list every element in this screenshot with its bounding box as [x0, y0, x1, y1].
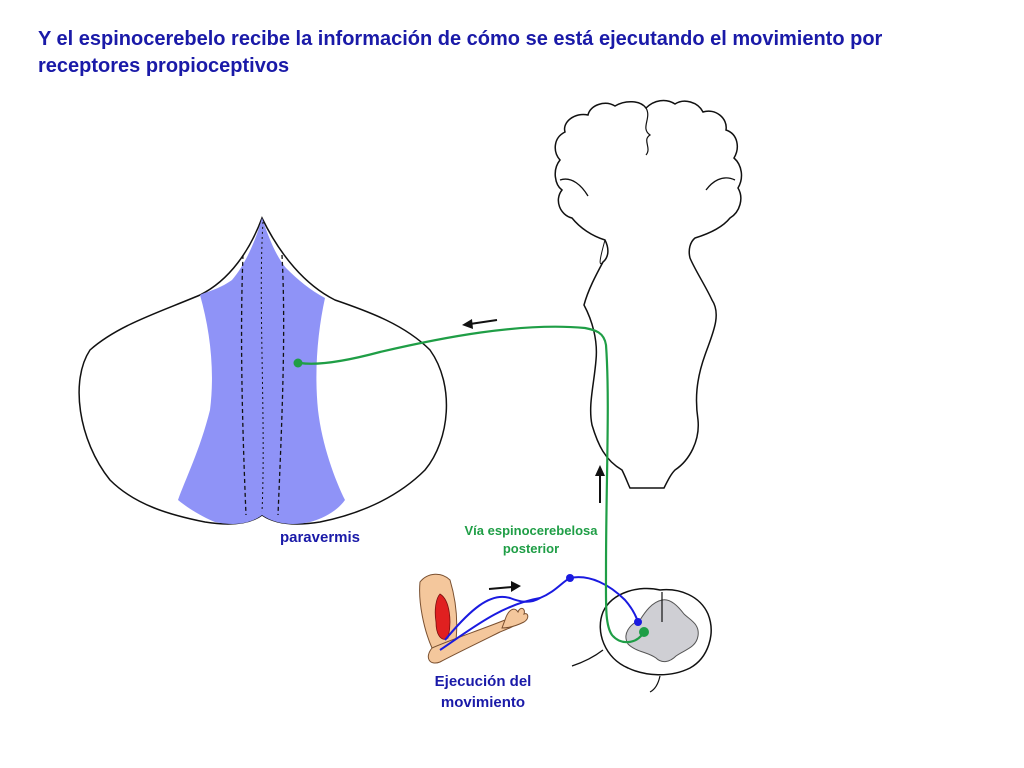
spinocerebellar-pathway [293, 325, 649, 644]
biceps-muscle [434, 593, 451, 640]
arm-illustration [419, 573, 529, 664]
brain-fissure [645, 107, 652, 156]
brain-outline [554, 99, 743, 489]
arrow-left-icon [462, 319, 498, 329]
spinal-root-left [571, 649, 604, 667]
sensory-terminal [634, 618, 642, 626]
movement-execution-label: Ejecución del movimiento [434, 673, 532, 711]
dorsal-root-ganglion [566, 574, 574, 582]
cerebellum [78, 216, 448, 525]
direction-arrows [462, 319, 605, 592]
paravermis-label: paravermis [279, 529, 361, 546]
hand [501, 607, 529, 629]
arrow-right-icon [488, 581, 521, 592]
left-sulcus [559, 178, 589, 197]
vermis-boundary-left [240, 254, 247, 516]
vermis-boundary-right [277, 254, 285, 516]
pathway-fiber [299, 325, 645, 644]
spinal-root-right [649, 675, 661, 693]
paravermis-terminal [293, 358, 303, 368]
arrow-up-icon [595, 465, 605, 503]
brainstem-left-line [599, 239, 606, 265]
right-sulcus [705, 177, 736, 191]
paravermis-region [178, 218, 345, 524]
spinocerebellar-tract-label: Vía espinocerebelosa posterior [464, 523, 598, 556]
brain-brainstem [554, 99, 743, 489]
nucleus-dorsalis-neuron [639, 627, 649, 637]
afferent-branch [444, 595, 541, 641]
spinal-cord [571, 587, 712, 693]
slide-title: Y el espinocerebelo recibe la informació… [38, 28, 883, 77]
proprioceptive-neuron [439, 574, 642, 651]
